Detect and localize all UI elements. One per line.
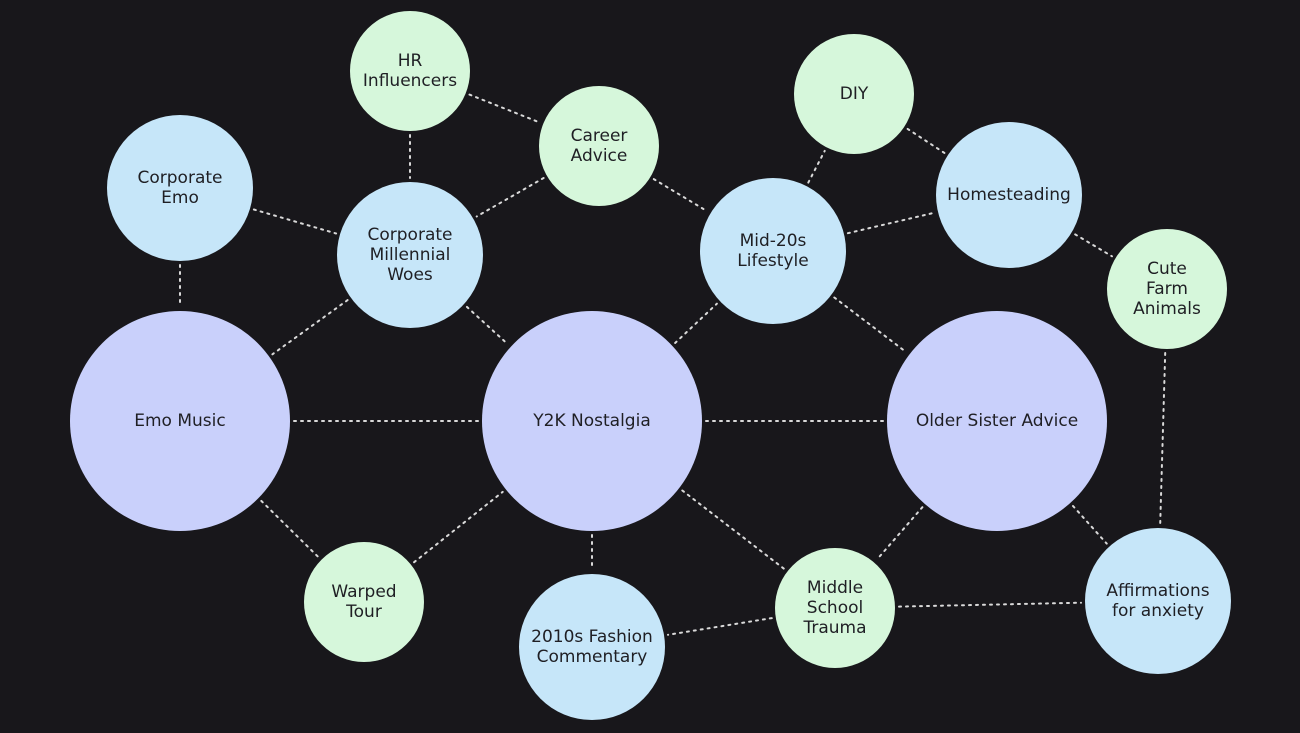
node-label-y2k-nostalgia-line-1: Y2K Nostalgia [532, 411, 650, 431]
edge-y2k-nostalgia-to-middle-school-trauma [681, 489, 786, 570]
node-label-affirmations-for-anxiety-line-1: Affirmations [1106, 581, 1209, 601]
edge-corporate-millennial-woes-to-y2k-nostalgia [465, 305, 509, 346]
node-label-affirmations-for-anxiety-line-2: for anxiety [1112, 601, 1204, 621]
node-label-warped-tour-line-1: Warped [331, 582, 396, 602]
node-label-warped-tour-line-2: Tour [345, 602, 382, 622]
node-label-corporate-millennial-woes-line-3: Woes [387, 265, 433, 285]
edge-older-sister-advice-to-affirmations-for-anxiety [1072, 505, 1108, 545]
node-circle-career-advice[interactable] [539, 86, 659, 206]
node-circle-warped-tour[interactable] [304, 542, 424, 662]
edge-mid-20s-lifestyle-to-older-sister-advice [833, 296, 908, 354]
edge-mid-20s-lifestyle-to-diy [807, 149, 826, 184]
node-label-diy-line-1: DIY [840, 84, 869, 104]
node-label-mid-20s-lifestyle-line-2: Lifestyle [737, 251, 808, 271]
edge-warped-tour-to-y2k-nostalgia [413, 490, 504, 564]
node-label-cute-farm-animals-line-2: Farm [1146, 279, 1188, 299]
node-circle-corporate-millennial-woes[interactable] [337, 182, 483, 328]
node-label-2010s-fashion-commentary-line-1: 2010s Fashion [531, 627, 653, 647]
node-label-corporate-emo-line-1: Corporate [138, 168, 223, 188]
edge-diy-to-homesteading [906, 127, 946, 154]
node-emo-music[interactable]: Emo Music [70, 311, 290, 531]
node-label-corporate-millennial-woes-line-2: Millennial [370, 245, 451, 265]
node-circle-hr-influencers[interactable] [350, 11, 470, 131]
node-circle-middle-school-trauma[interactable] [775, 548, 895, 668]
edge-homesteading-to-cute-farm-animals [1074, 233, 1113, 258]
node-circle-older-sister-advice[interactable] [887, 311, 1107, 531]
node-label-middle-school-trauma-line-1: Middle [807, 578, 863, 598]
node-label-cute-farm-animals-line-1: Cute [1147, 259, 1187, 279]
node-circle-emo-music[interactable] [70, 311, 290, 531]
node-circle-y2k-nostalgia[interactable] [482, 311, 702, 531]
node-circle-cute-farm-animals[interactable] [1107, 229, 1227, 349]
node-circle-diy[interactable] [794, 34, 914, 154]
node-label-2010s-fashion-commentary-line-2: Commentary [537, 647, 648, 667]
node-label-middle-school-trauma-line-2: School [807, 598, 863, 618]
node-diy[interactable]: DIY [794, 34, 914, 154]
node-circle-corporate-emo[interactable] [107, 115, 253, 261]
node-label-homesteading-line-1: Homesteading [947, 185, 1071, 205]
node-label-hr-influencers-line-1: HR [398, 51, 423, 71]
node-label-career-advice-line-2: Advice [571, 146, 628, 166]
edges-layer [179, 93, 1167, 636]
edge-older-sister-advice-to-middle-school-trauma [875, 506, 924, 561]
edge-middle-school-trauma-to-affirmations-for-anxiety [898, 601, 1082, 608]
edge-y2k-nostalgia-to-mid-20s-lifestyle [674, 302, 718, 344]
node-y2k-nostalgia[interactable]: Y2K Nostalgia [482, 311, 702, 531]
node-label-middle-school-trauma-line-3: Trauma [802, 618, 866, 638]
edge-emo-music-to-warped-tour [260, 499, 320, 559]
node-label-corporate-emo-line-2: Emo [161, 188, 199, 208]
node-circle-2010s-fashion-commentary[interactable] [519, 574, 665, 720]
nodes-layer: Emo Music Y2K Nostalgia Older Sister Advic… [70, 11, 1231, 720]
node-label-career-advice-line-1: Career [571, 126, 628, 146]
edge-cute-farm-animals-to-affirmations-for-anxiety [1159, 352, 1167, 525]
node-label-emo-music-line-1: Emo Music [134, 411, 225, 431]
node-label-mid-20s-lifestyle-line-1: Mid-20s [740, 231, 807, 251]
node-label-hr-influencers-line-2: Influencers [363, 71, 457, 91]
edge-mid-20s-lifestyle-to-homesteading [846, 211, 936, 235]
node-label-cute-farm-animals-line-3: Animals [1133, 299, 1201, 319]
node-circle-mid-20s-lifestyle[interactable] [700, 178, 846, 324]
edge-corporate-millennial-woes-to-emo-music [271, 299, 349, 356]
node-circle-affirmations-for-anxiety[interactable] [1085, 528, 1231, 674]
edge-career-advice-to-mid-20s-lifestyle [652, 178, 709, 213]
node-homesteading[interactable]: Homesteading [936, 122, 1082, 268]
node-older-sister-advice[interactable]: Older Sister Advice [887, 311, 1107, 531]
edge-career-advice-to-corporate-millennial-woes [475, 177, 545, 218]
edge-hr-influencers-to-career-advice [468, 93, 541, 124]
node-label-older-sister-advice-line-1: Older Sister Advice [916, 411, 1078, 431]
node-label-corporate-millennial-woes-line-1: Corporate [368, 225, 453, 245]
node-circle-homesteading[interactable] [936, 122, 1082, 268]
edge-corporate-emo-to-corporate-millennial-woes [252, 208, 338, 235]
